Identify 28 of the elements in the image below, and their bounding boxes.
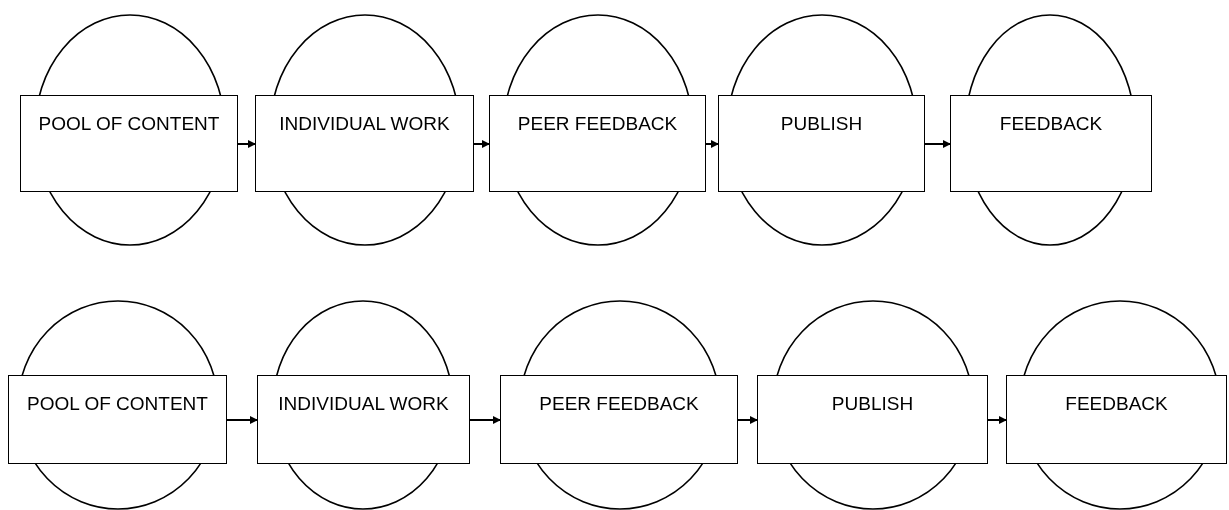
process-box (718, 95, 925, 192)
process-box (950, 95, 1152, 192)
arrow (237, 140, 256, 148)
arrow (924, 140, 951, 148)
box-label: PUBLISH (779, 112, 864, 136)
process-box (757, 375, 988, 464)
process-box (489, 95, 706, 192)
arrow (737, 416, 758, 424)
box-label: POOL OF CONTENT (37, 112, 221, 136)
box-label: PEER FEEDBACK (516, 112, 679, 136)
box-label: INDIVIDUAL WORK (278, 112, 451, 136)
box-label: INDIVIDUAL WORK (277, 392, 450, 416)
process-box (255, 95, 474, 192)
arrow (705, 140, 719, 148)
process-box (257, 375, 470, 464)
arrow (226, 416, 258, 424)
arrow (473, 140, 490, 148)
process-box (500, 375, 738, 464)
process-box (20, 95, 238, 192)
arrow (987, 416, 1007, 424)
box-label: FEEDBACK (998, 112, 1104, 136)
box-label: POOL OF CONTENT (26, 392, 209, 416)
process-box (1006, 375, 1227, 464)
box-label: PUBLISH (830, 392, 915, 416)
box-label: PEER FEEDBACK (538, 392, 700, 416)
process-box (8, 375, 227, 464)
arrow (469, 416, 501, 424)
box-label: FEEDBACK (1064, 392, 1169, 416)
